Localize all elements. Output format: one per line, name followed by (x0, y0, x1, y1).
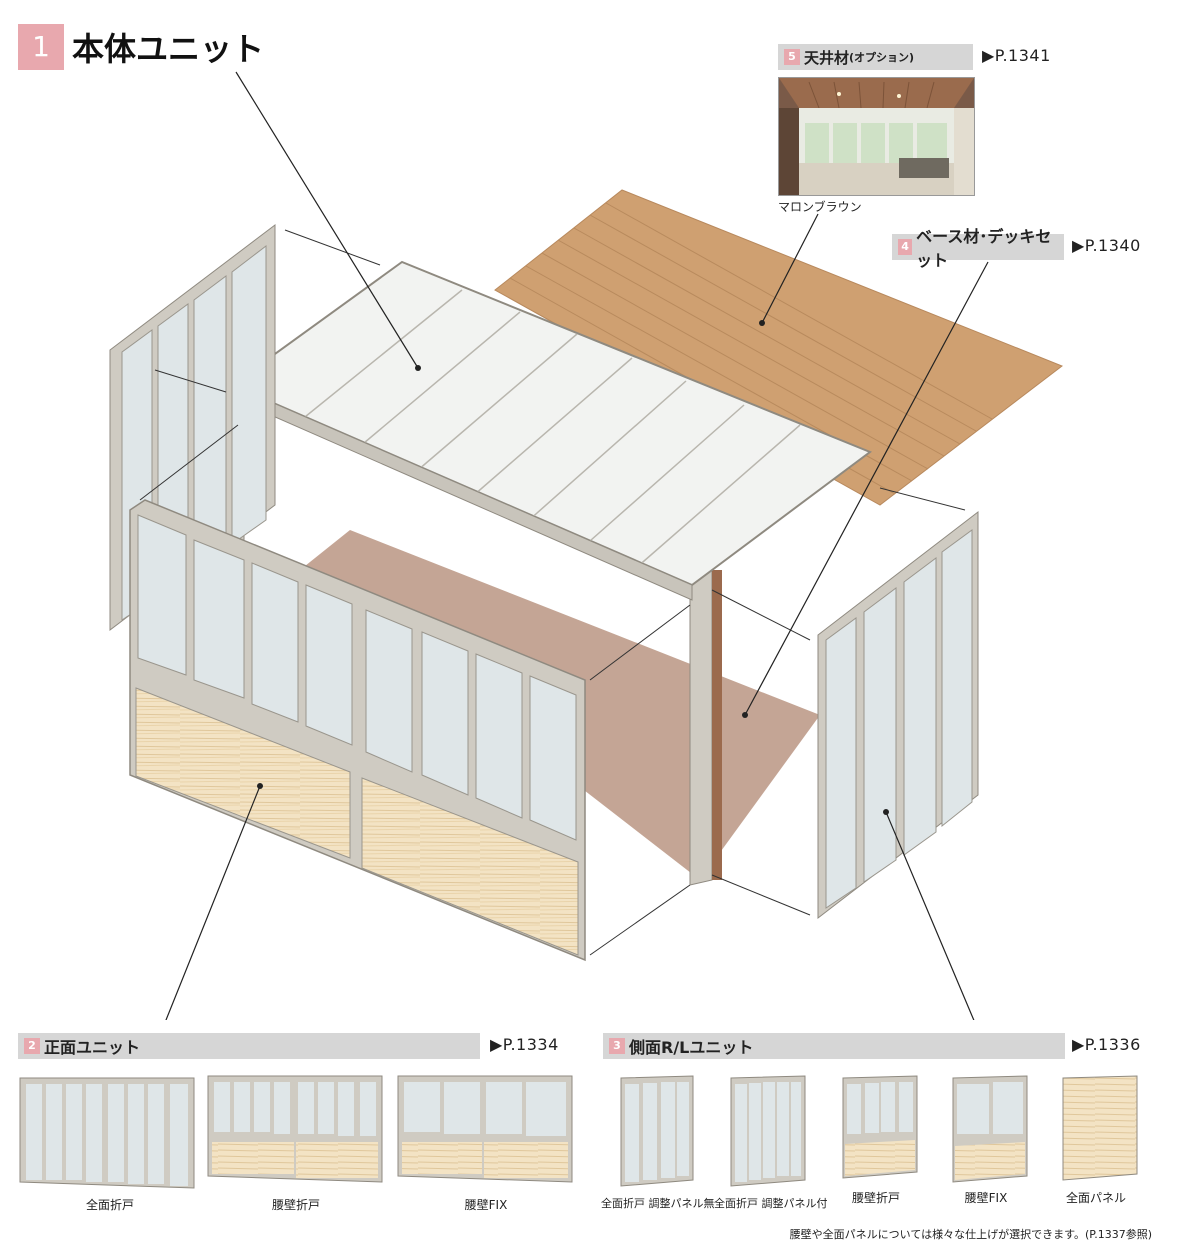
side-item-3: 腰壁折戸 (851, 1191, 900, 1205)
base-pageref[interactable]: ▶P.1340 (1072, 236, 1141, 255)
leader-dot-roof (415, 365, 421, 371)
front-item-2: 腰壁折戸 (271, 1198, 320, 1212)
side-section-bar: 3 側面R/Lユニット (603, 1033, 1065, 1059)
side-section-number: 3 (609, 1038, 625, 1054)
ceiling-caption: マロンブラウン (778, 200, 862, 214)
ceiling-photo-illustration (779, 78, 974, 195)
side-variants (620, 1075, 1138, 1187)
base-section-bar: 4 ベース材･デッキセット (892, 227, 1064, 270)
ceiling-section-number: 5 (784, 49, 800, 65)
footnote: 腰壁や全面パネルについては様々な仕上げが選択できます。(P.1337参照) (789, 1228, 1152, 1241)
side-variant-full-with-panel[interactable] (730, 1075, 806, 1187)
side-variant-full-no-panel[interactable] (620, 1075, 694, 1187)
base-section-title: ベース材･デッキセット (916, 227, 1052, 270)
roof-post-front-inner (712, 570, 722, 880)
ceiling-photo (778, 77, 975, 196)
side-variant-waist-fix[interactable] (952, 1075, 1028, 1183)
front-variant-full-folding[interactable] (19, 1077, 195, 1189)
front-variant-waist-folding[interactable] (207, 1075, 383, 1183)
roof-rafters (294, 289, 801, 569)
front-section-number: 2 (24, 1038, 40, 1054)
leader-dot-front (257, 783, 263, 789)
front-pageref[interactable]: ▶P.1334 (490, 1035, 559, 1054)
leader-dot-side (883, 809, 889, 815)
side-item-2: 全面折戸 調整パネル付 (714, 1197, 828, 1210)
side-unit-right-illustration (817, 510, 979, 920)
front-section-bar: 2 正面ユニット (18, 1033, 480, 1059)
ceiling-pageref[interactable]: ▶P.1341 (982, 46, 1051, 65)
leader-dot-deck (759, 320, 765, 326)
leader-lines (165, 71, 989, 1020)
guide-lines (139, 229, 966, 956)
side-variant-waist-folding[interactable] (842, 1075, 918, 1179)
side-item-4: 腰壁FIX (964, 1191, 1008, 1205)
front-variants (19, 1075, 573, 1189)
side-pageref[interactable]: ▶P.1336 (1072, 1035, 1141, 1054)
main-heading-title: 本体ユニット (72, 30, 265, 68)
main-heading-number: 1 (18, 24, 64, 70)
front-item-3: 腰壁FIX (464, 1198, 508, 1212)
front-section-title: 正面ユニット (44, 1038, 141, 1057)
exploded-illustration (109, 71, 1064, 1020)
side-variant-full-panel[interactable] (1062, 1075, 1138, 1181)
ceiling-section-bar: 5 天井材 (オプション) (778, 44, 973, 70)
base-section-number: 4 (898, 239, 913, 255)
front-unit-illustration (129, 499, 586, 962)
front-variant-waist-fix[interactable] (397, 1075, 573, 1183)
side-item-5: 全面パネル (1065, 1191, 1126, 1205)
roof-post-front (689, 569, 713, 886)
leader-dot-floor (742, 712, 748, 718)
main-heading: 1 本体ユニット (18, 24, 264, 70)
ceiling-section-title: 天井材 (804, 48, 850, 67)
side-section-title: 側面R/Lユニット (629, 1038, 754, 1057)
front-item-1: 全面折戸 (85, 1198, 134, 1212)
ceiling-section-suffix: (オプション) (849, 51, 915, 64)
side-item-1: 全面折戸 調整パネル無 (601, 1197, 715, 1210)
